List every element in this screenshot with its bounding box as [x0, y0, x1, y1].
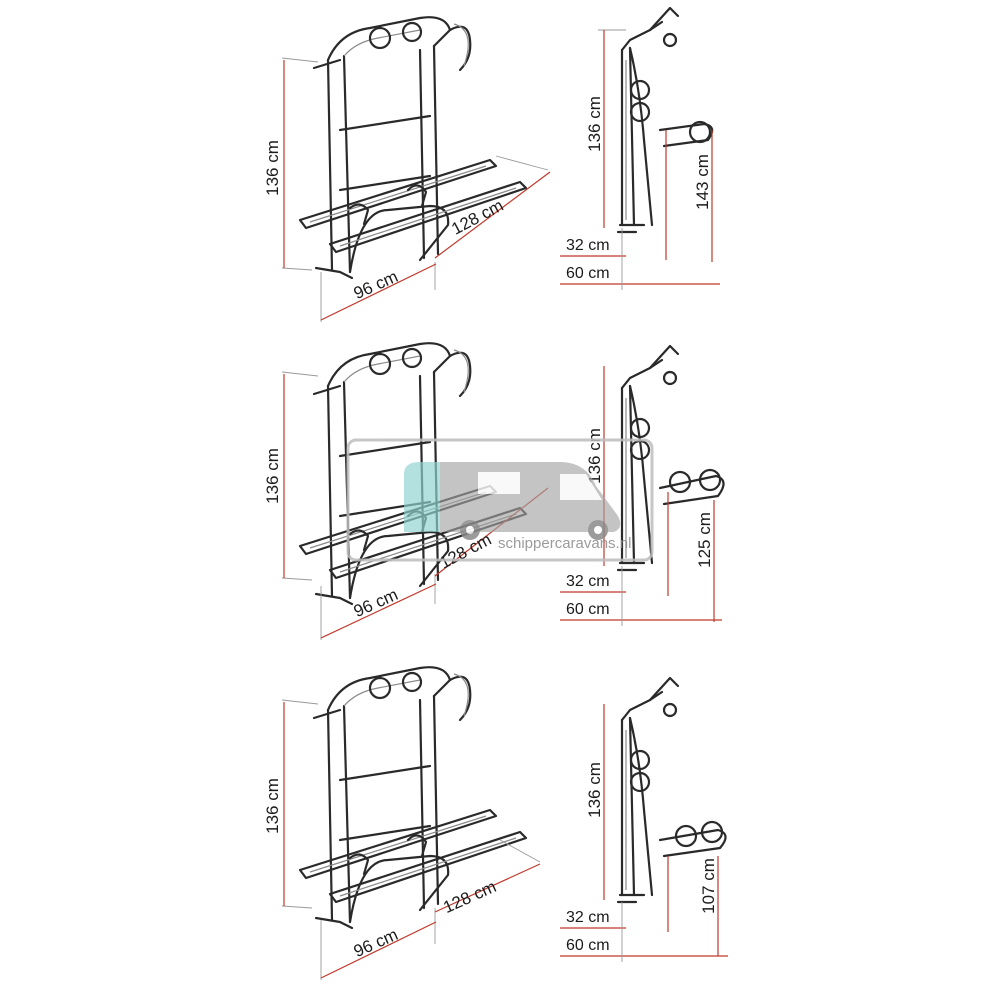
side-dimensions-bottom: 136 cm 107 cm 32 cm 60 cm: [560, 704, 728, 962]
side-offset-large-label-top: 60 cm: [566, 265, 610, 282]
front-height-dimension-middle: 136 cm: [263, 371, 319, 581]
side-offset-small-label-bottom: 32 cm: [566, 909, 610, 926]
front-height-label-bottom: 136 cm: [263, 778, 282, 834]
front-height-dimension-bottom: 136 cm: [263, 699, 319, 909]
front-depth-label-bottom: 128 cm: [440, 877, 499, 917]
side-view-middle: [616, 344, 725, 572]
watermark-text: schippercaravans.nl: [498, 535, 631, 552]
watermark-camper-logo: [404, 462, 621, 540]
front-view-top: [298, 16, 528, 280]
side-height-label-bottom: 136 cm: [585, 762, 604, 818]
side-ground-label-middle: 125 cm: [695, 512, 714, 568]
side-height-label-top: 136 cm: [585, 96, 604, 152]
front-width-label-bottom: 96 cm: [351, 925, 401, 961]
side-view-top: [616, 6, 714, 234]
front-width-label-middle: 96 cm: [351, 585, 401, 621]
front-width-dimension-middle: 96 cm: [320, 574, 437, 640]
front-height-dimension-top: 136 cm: [263, 57, 319, 271]
side-dimensions-middle: 136 cm 125 cm 32 cm 60 cm: [560, 366, 722, 626]
side-offset-large-label-middle: 60 cm: [566, 601, 610, 618]
side-view-bottom: [616, 676, 727, 904]
side-offset-small-label-top: 32 cm: [566, 237, 610, 254]
side-dimensions-top: 136 cm 143 cm 32 cm 60 cm: [560, 29, 720, 290]
side-height-label-middle: 136 cm: [585, 428, 604, 484]
side-ground-label-top: 143 cm: [693, 154, 712, 210]
front-width-label-top: 96 cm: [351, 267, 401, 303]
watermark: schippercaravans.nl: [346, 438, 654, 562]
front-height-label-top: 136 cm: [263, 140, 282, 196]
front-width-dimension-bottom: 96 cm: [320, 908, 437, 980]
watermark-frame: [346, 438, 654, 562]
figure-top: 136 cm 96 cm 128 cm 136 cm 143 cm: [263, 6, 720, 322]
side-offset-large-label-bottom: 60 cm: [566, 937, 610, 954]
front-height-label-middle: 136 cm: [263, 448, 282, 504]
figure-bottom: 136 cm 96 cm 128 cm 136 cm 107 cm 32 c: [263, 666, 728, 980]
side-offset-small-label-middle: 32 cm: [566, 573, 610, 590]
side-ground-label-bottom: 107 cm: [699, 858, 718, 914]
